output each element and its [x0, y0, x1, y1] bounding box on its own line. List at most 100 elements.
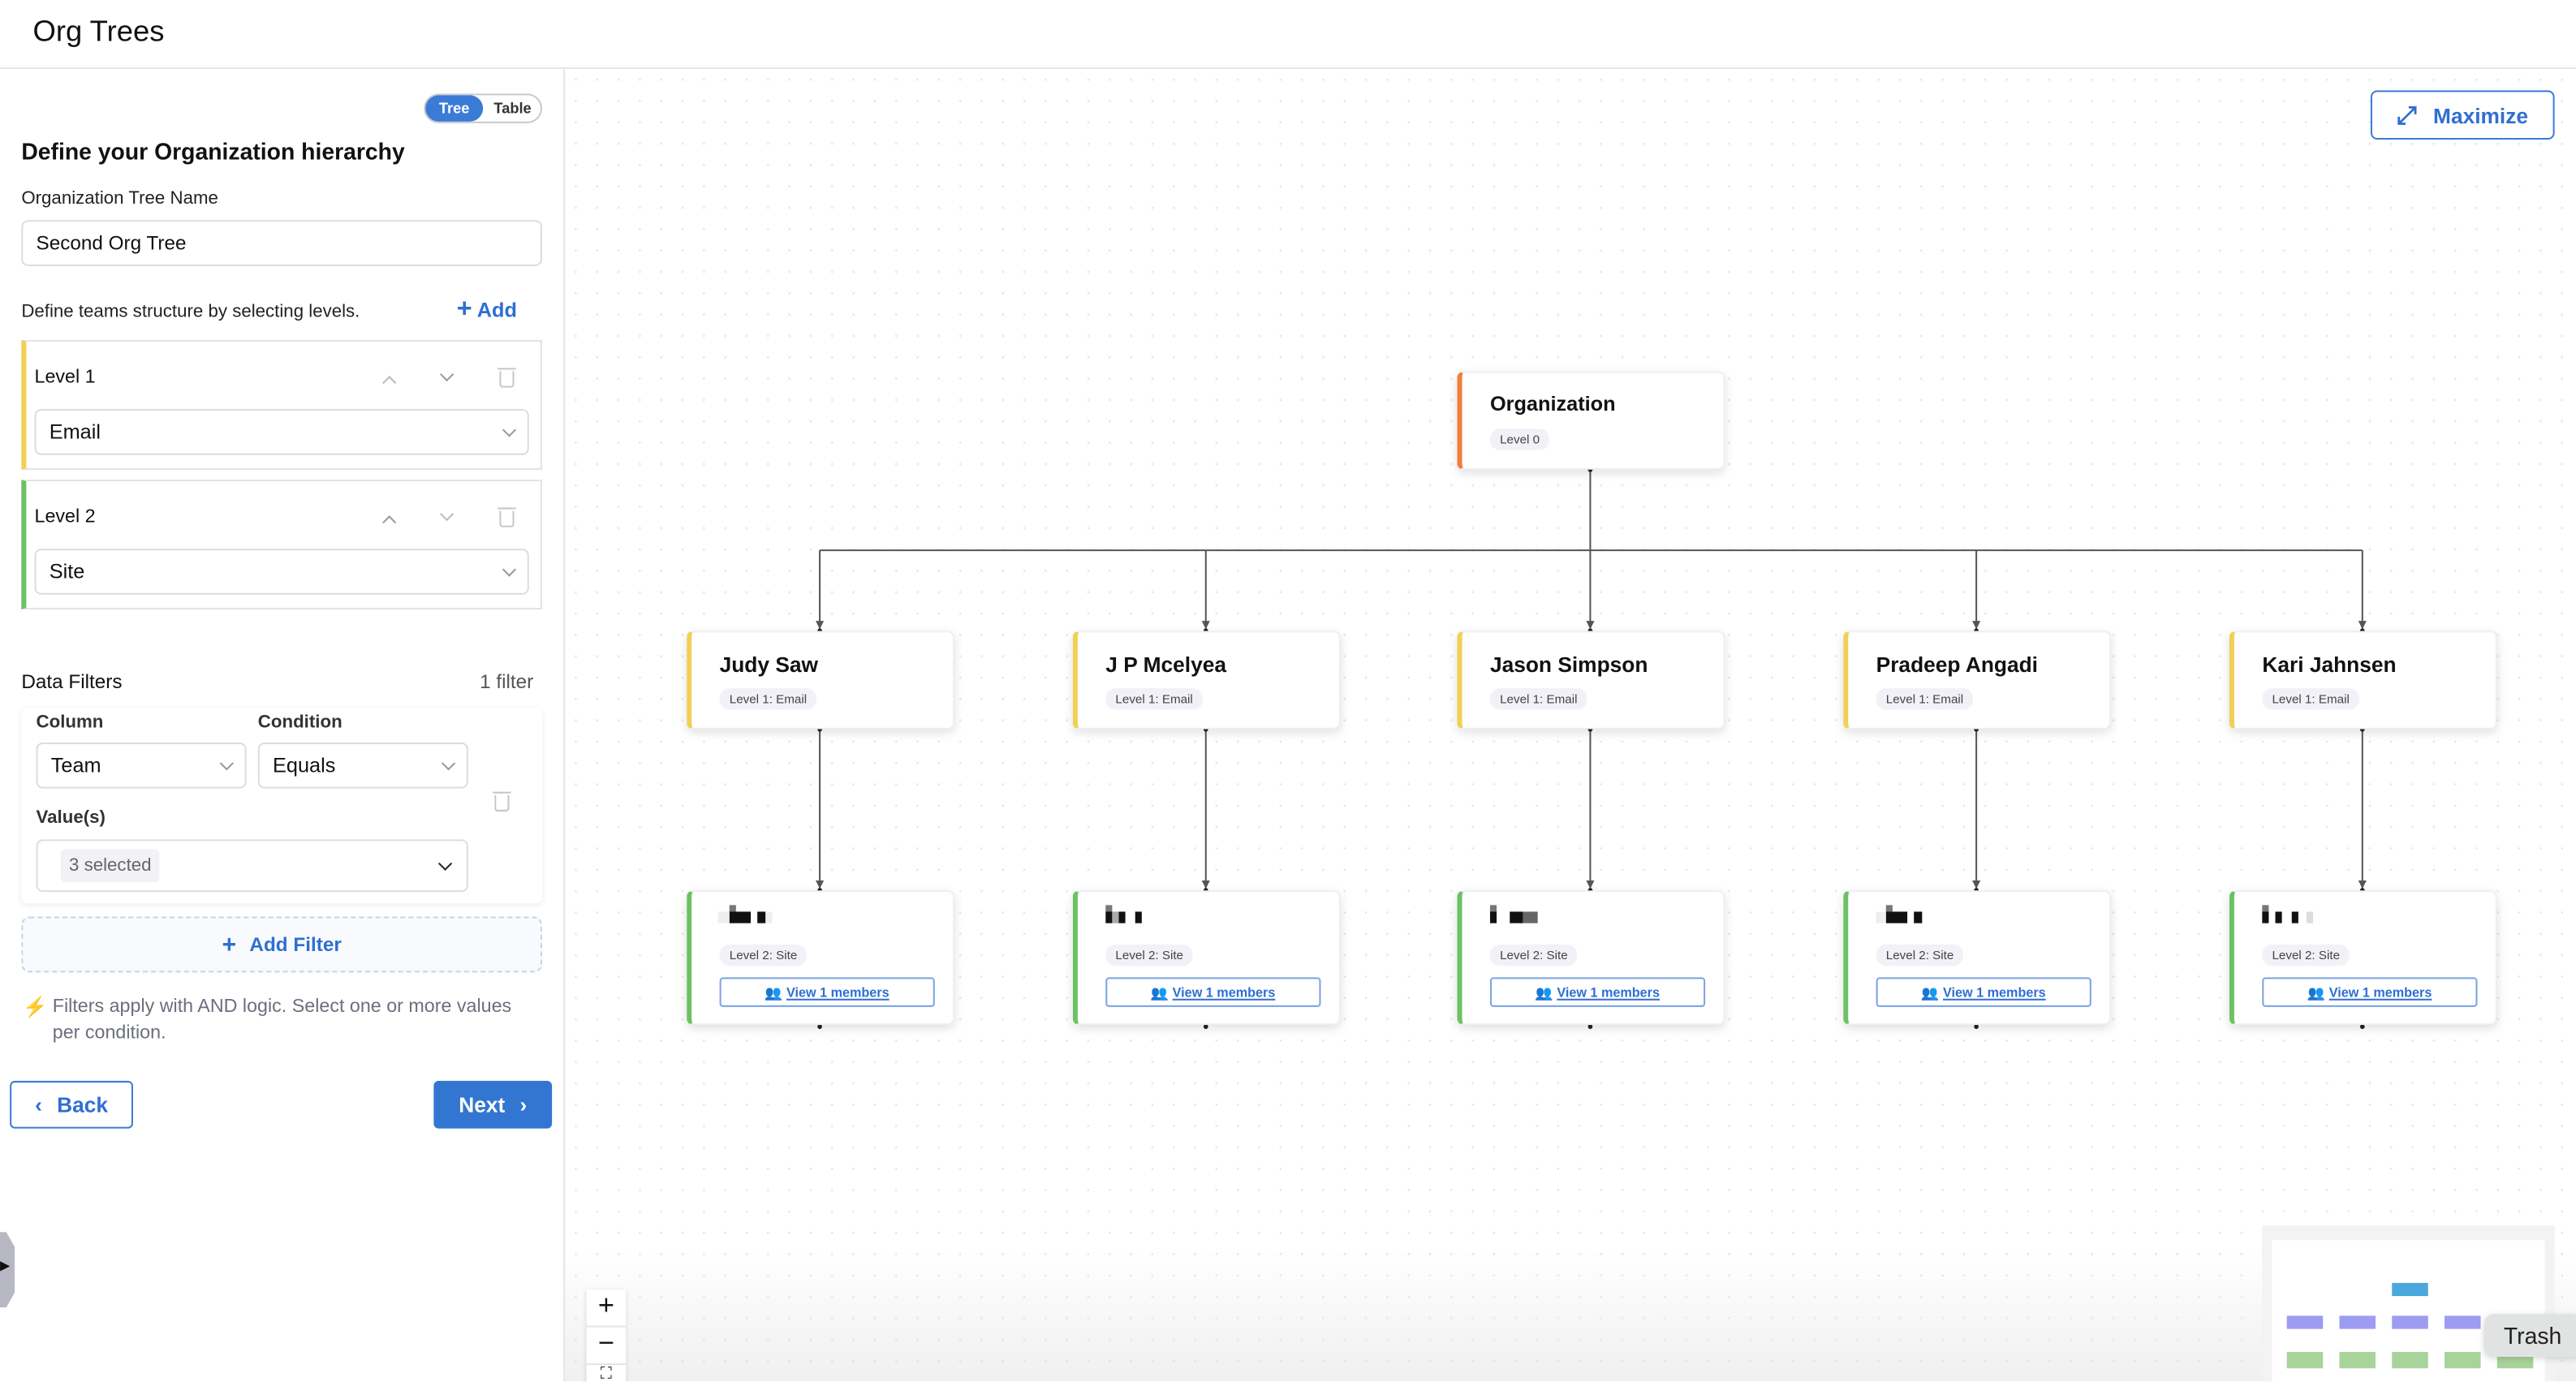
toggle-tree[interactable]: Tree	[425, 95, 484, 122]
fit-view-button[interactable]: ⛶	[600, 1365, 613, 1382]
toggle-table[interactable]: Table	[493, 100, 532, 117]
redacted-pixel	[1112, 911, 1119, 923]
maximize-button[interactable]: ⤢Maximize	[2370, 90, 2555, 140]
tree-name-label: Organization Tree Name	[21, 188, 218, 209]
redacted-pixel	[2291, 911, 2298, 923]
view-members-label: View 1 members	[1172, 984, 1276, 1000]
node-handle[interactable]	[1974, 1024, 1979, 1029]
level-select[interactable]: Email	[34, 409, 529, 455]
minimap-root	[2392, 1282, 2428, 1297]
node-handle[interactable]	[2359, 1024, 2365, 1029]
arrow-head	[1586, 880, 1595, 889]
next-button[interactable]: Next›	[433, 1080, 553, 1129]
level-select[interactable]: Site	[34, 549, 529, 595]
column-value: Team	[50, 754, 101, 777]
view-members-button[interactable]: 👥View 1 members	[2262, 977, 2478, 1007]
view-members-button[interactable]: 👥View 1 members	[1876, 977, 2091, 1007]
level-label: Level 1	[34, 368, 96, 388]
node-handle[interactable]	[1203, 1024, 1208, 1029]
level-card-1: Level 1 Email	[21, 340, 542, 470]
selected-chip: 3 selected	[60, 849, 160, 882]
redacted-pixel	[1885, 911, 1908, 923]
panel-heading: Define your Organization hierarchy	[21, 138, 405, 165]
arrow-head	[1586, 621, 1595, 630]
redacted-pixel	[765, 911, 773, 923]
zoom-out-button[interactable]: −	[586, 1328, 627, 1366]
view-toggle[interactable]: Tree Table	[424, 93, 542, 123]
redacted-pixel	[729, 911, 752, 923]
column-label: Column	[36, 713, 104, 733]
arrow-head	[816, 880, 825, 889]
level2-node[interactable]: Level 2: Site👥View 1 members	[1457, 890, 1725, 1026]
node-name: Pradeep Angadi	[1876, 652, 2038, 677]
condition-label: Condition	[257, 713, 342, 733]
chevron-right-icon: ›	[519, 1092, 528, 1117]
level2-node[interactable]: Level 2: Site👥View 1 members	[2229, 890, 2497, 1026]
arrow-head	[1972, 621, 1981, 630]
redacted-pixel	[757, 911, 766, 923]
add-filter-button[interactable]: +Add Filter	[21, 916, 542, 973]
redacted-pixel	[1914, 911, 1923, 923]
view-members-button[interactable]: 👥View 1 members	[719, 977, 935, 1007]
level-pill: Level 1: Email	[2262, 688, 2359, 710]
trash-icon[interactable]	[498, 368, 516, 388]
canvas-fade	[565, 1248, 2576, 1382]
add-level-button[interactable]: + Add	[457, 296, 517, 322]
redacted-pixel	[717, 911, 730, 923]
redacted-site-name	[717, 892, 786, 928]
minimap-viewport	[2272, 1240, 2545, 1382]
zoom-in-button[interactable]: +	[586, 1289, 627, 1328]
level2-node[interactable]: Level 2: Site 👥View 1 members	[687, 890, 955, 1026]
minimap-level1	[2339, 1315, 2376, 1329]
arrow-head	[816, 621, 825, 630]
chevron-left-icon: ‹	[35, 1092, 42, 1117]
minimap[interactable]	[2262, 1225, 2555, 1382]
redacted-pixel	[1118, 911, 1126, 923]
tree-name-input[interactable]: Second Org Tree	[21, 220, 542, 266]
level-pill: Level 0	[1489, 428, 1550, 450]
plus-icon: +	[456, 295, 472, 324]
play-icon: ▶	[0, 1258, 11, 1273]
arrow-head	[1201, 880, 1210, 889]
view-members-label: View 1 members	[2328, 984, 2432, 1000]
column-select[interactable]: Team	[36, 742, 247, 789]
node-handle[interactable]	[817, 1024, 822, 1029]
back-label: Back	[57, 1092, 108, 1117]
level2-node[interactable]: Level 2: Site👥View 1 members	[1843, 890, 2112, 1026]
collapse-handle[interactable]: ▶	[0, 1232, 15, 1308]
arrow-head	[2358, 880, 2367, 889]
level-pill: Level 2: Site	[719, 944, 808, 967]
view-members-button[interactable]: 👥View 1 members	[1489, 977, 1706, 1007]
zoom-controls: + − ⛶	[586, 1289, 627, 1382]
level-card-2: Level 2 Site	[21, 480, 542, 609]
redacted-pixel	[1489, 911, 1497, 923]
node-name: J P Mcelyea	[1105, 652, 1227, 677]
minimap-level2	[2445, 1351, 2481, 1369]
level-pill: Level 1: Email	[1489, 688, 1587, 710]
redacted-pixel	[2275, 911, 2282, 923]
values-select[interactable]: 3 selected	[36, 839, 468, 893]
trash-icon[interactable]	[498, 507, 516, 527]
delete-filter-icon[interactable]	[493, 791, 511, 812]
view-members-label: View 1 members	[786, 984, 890, 1000]
level-value: Site	[49, 560, 85, 583]
level-pill: Level 1: Email	[1876, 688, 1974, 710]
arrow-head	[2358, 621, 2367, 630]
view-members-label: View 1 members	[1557, 984, 1660, 1000]
redacted-site-name	[1105, 892, 1171, 928]
data-filters-title: Data Filters	[21, 669, 123, 694]
condition-select[interactable]: Equals	[257, 742, 468, 789]
view-members-button[interactable]: 👥View 1 members	[1105, 977, 1321, 1007]
node-handle[interactable]	[1587, 1024, 1593, 1029]
add-filter-label: Add Filter	[249, 932, 342, 957]
level2-node[interactable]: Level 2: Site👥View 1 members	[1072, 890, 1341, 1026]
arrow-head	[1201, 621, 1210, 630]
maximize-label: Maximize	[2433, 102, 2529, 127]
back-button[interactable]: ‹ Back	[10, 1080, 133, 1129]
